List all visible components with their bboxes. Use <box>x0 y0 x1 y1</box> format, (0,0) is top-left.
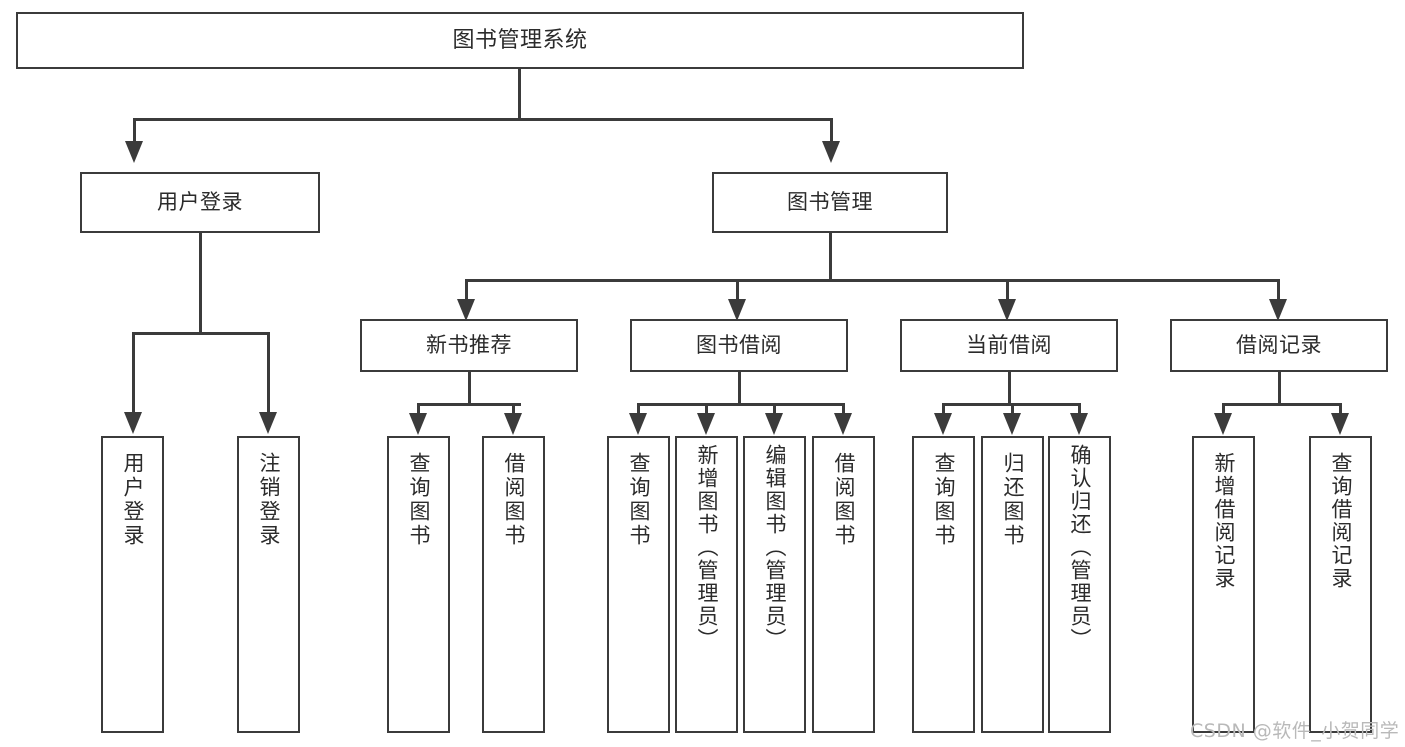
connector-root-bar <box>133 118 833 121</box>
node-leaf-add-book-label: 新增图书（管理员） <box>695 444 719 651</box>
arrow-book-borrow-to-leaf-4 <box>834 413 852 435</box>
node-new-book-recommend-label: 新书推荐 <box>426 333 512 357</box>
connector-book-manage-stem <box>829 233 832 281</box>
connector-current-borrow-to-leaf-2 <box>1011 403 1014 417</box>
arrow-new-book-to-leaf-2 <box>504 413 522 435</box>
node-leaf-query-record[interactable]: 查询借阅记录 <box>1309 436 1372 733</box>
arrow-current-borrow-to-leaf-1 <box>934 413 952 435</box>
node-leaf-add-record[interactable]: 新增借阅记录 <box>1192 436 1255 733</box>
connector-current-borrow-to-leaf-1 <box>942 403 945 417</box>
connector-user-login-to-leaf-2 <box>267 332 270 416</box>
connector-borrow-record-bar <box>1222 403 1342 406</box>
connector-borrow-record-to-leaf-2 <box>1339 403 1342 417</box>
connector-book-borrow-to-leaf-3 <box>773 403 776 417</box>
arrow-root-to-user-login <box>125 141 143 163</box>
node-leaf-user-logout[interactable]: 注销登录 <box>237 436 300 733</box>
arrow-book-borrow-to-leaf-3 <box>765 413 783 435</box>
node-root-label: 图书管理系统 <box>452 27 588 53</box>
node-current-borrow[interactable]: 当前借阅 <box>900 319 1118 372</box>
connector-new-book-to-leaf-2 <box>512 403 515 417</box>
node-leaf-query-book-1-label: 查询图书 <box>407 452 431 548</box>
node-book-borrow-label: 图书借阅 <box>696 333 782 357</box>
arrow-book-manage-to-current-borrow <box>998 299 1016 321</box>
node-leaf-user-login-label: 用户登录 <box>121 452 145 548</box>
connector-book-manage-to-current-borrow <box>1006 279 1009 303</box>
arrow-book-manage-to-borrow-record <box>1269 299 1287 321</box>
node-leaf-borrow-book-2-label: 借阅图书 <box>832 452 856 548</box>
arrow-book-manage-to-new-book <box>457 299 475 321</box>
connector-book-borrow-stem <box>738 372 741 405</box>
node-leaf-user-logout-label: 注销登录 <box>257 452 281 548</box>
connector-new-book-bar <box>417 403 521 406</box>
arrow-book-manage-to-book-borrow <box>728 299 746 321</box>
connector-book-manage-to-borrow-record <box>1277 279 1280 303</box>
node-book-manage[interactable]: 图书管理 <box>712 172 948 233</box>
node-user-login-label: 用户登录 <box>157 190 243 214</box>
node-borrow-record-label: 借阅记录 <box>1236 333 1322 357</box>
node-leaf-query-book-2[interactable]: 查询图书 <box>607 436 670 733</box>
connector-current-borrow-stem <box>1008 372 1011 405</box>
node-user-login[interactable]: 用户登录 <box>80 172 320 233</box>
connector-user-login-to-leaf-1 <box>132 332 135 416</box>
arrow-book-borrow-to-leaf-2 <box>697 413 715 435</box>
node-leaf-query-book-2-label: 查询图书 <box>627 452 651 548</box>
arrow-root-to-book-manage <box>822 141 840 163</box>
connector-book-borrow-bar <box>637 403 845 406</box>
connector-book-manage-to-book-borrow <box>736 279 739 303</box>
connector-user-login-stem <box>199 233 202 334</box>
node-book-manage-label: 图书管理 <box>787 190 873 214</box>
connector-book-borrow-to-leaf-4 <box>842 403 845 417</box>
arrow-book-borrow-to-leaf-1 <box>629 413 647 435</box>
node-leaf-edit-book-label: 编辑图书（管理员） <box>763 444 787 651</box>
node-leaf-confirm-return[interactable]: 确认归还（管理员） <box>1048 436 1111 733</box>
connector-root-stem <box>518 69 521 118</box>
node-leaf-query-book-3-label: 查询图书 <box>932 452 956 548</box>
node-leaf-confirm-return-label: 确认归还（管理员） <box>1068 444 1092 651</box>
node-current-borrow-label: 当前借阅 <box>966 333 1052 357</box>
node-leaf-add-record-label: 新增借阅记录 <box>1212 452 1236 590</box>
arrow-new-book-to-leaf-1 <box>409 413 427 435</box>
node-leaf-query-record-label: 查询借阅记录 <box>1329 452 1353 590</box>
connector-new-book-stem <box>468 372 471 405</box>
node-leaf-return-book-label: 归还图书 <box>1001 452 1025 548</box>
connector-borrow-record-stem <box>1278 372 1281 405</box>
node-leaf-user-login[interactable]: 用户登录 <box>101 436 164 733</box>
node-root[interactable]: 图书管理系统 <box>16 12 1024 69</box>
connector-root-to-book-manage <box>830 118 833 145</box>
node-new-book-recommend[interactable]: 新书推荐 <box>360 319 578 372</box>
node-leaf-borrow-book-1-label: 借阅图书 <box>502 452 526 548</box>
node-leaf-borrow-book-2[interactable]: 借阅图书 <box>812 436 875 733</box>
node-leaf-query-book-3[interactable]: 查询图书 <box>912 436 975 733</box>
arrow-current-borrow-to-leaf-2 <box>1003 413 1021 435</box>
connector-book-manage-to-new-book <box>465 279 468 303</box>
connector-root-to-user-login <box>133 118 136 145</box>
connector-current-borrow-to-leaf-3 <box>1078 403 1081 417</box>
connector-user-login-bar <box>132 332 269 335</box>
node-leaf-edit-book[interactable]: 编辑图书（管理员） <box>743 436 806 733</box>
connector-book-manage-bar <box>465 279 1277 282</box>
csdn-watermark: CSDN @软件_小贺同学 <box>1190 720 1400 742</box>
connector-book-borrow-to-leaf-1 <box>637 403 640 417</box>
node-leaf-query-book-1[interactable]: 查询图书 <box>387 436 450 733</box>
node-borrow-record[interactable]: 借阅记录 <box>1170 319 1388 372</box>
connector-borrow-record-to-leaf-1 <box>1222 403 1225 417</box>
arrow-current-borrow-to-leaf-3 <box>1070 413 1088 435</box>
connector-book-borrow-to-leaf-2 <box>705 403 708 417</box>
arrow-borrow-record-to-leaf-1 <box>1214 413 1232 435</box>
node-leaf-add-book[interactable]: 新增图书（管理员） <box>675 436 738 733</box>
connector-new-book-to-leaf-1 <box>417 403 420 417</box>
node-book-borrow[interactable]: 图书借阅 <box>630 319 848 372</box>
node-leaf-return-book[interactable]: 归还图书 <box>981 436 1044 733</box>
node-leaf-borrow-book-1[interactable]: 借阅图书 <box>482 436 545 733</box>
arrow-user-login-to-leaf-2 <box>259 412 277 434</box>
arrow-borrow-record-to-leaf-2 <box>1331 413 1349 435</box>
arrow-user-login-to-leaf-1 <box>124 412 142 434</box>
